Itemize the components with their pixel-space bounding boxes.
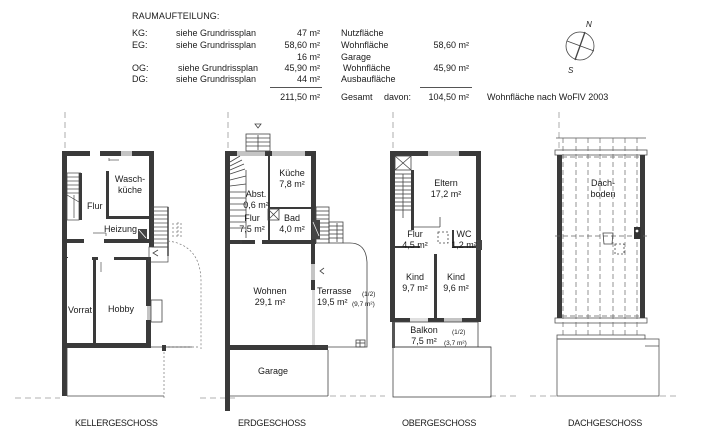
summary-area: 58,60 m² [284, 40, 320, 50]
compass-north-label: N [586, 20, 592, 29]
room-dachboden: Dach- boden [590, 178, 616, 199]
summary-area: 44 m² [296, 74, 320, 84]
room-waschkueche: Wasch- küche [114, 174, 146, 195]
room-terrasse: Terrasse 19,5 m² [317, 286, 352, 307]
plan-erdgeschoss [225, 123, 368, 411]
summary-area: 16 m² [296, 52, 320, 62]
sum-divider [420, 87, 472, 88]
summary-living-note: Wohnfläche nach WoFlV 2003 [487, 92, 609, 102]
compass-icon [565, 31, 595, 61]
plan-dachgeschoss [554, 137, 660, 397]
room-eltern: Eltern 17,2 m² [430, 178, 462, 199]
plan-obergeschoss [390, 151, 492, 398]
room-balkon: Balkon 7,5 m² [410, 325, 438, 346]
floor-name-dachgeschoss: DACHGESCHOSS [568, 418, 643, 428]
terrasse-half: (9,7 m²) [352, 301, 375, 308]
room-heizung: Heizung [104, 224, 138, 234]
summary-davon-label: davon: [384, 92, 412, 102]
summary-ref: siehe Grundrissplan [178, 63, 259, 73]
room-bad: Bad 4,0 m² [279, 213, 305, 234]
summary-floor: EG: [132, 40, 148, 50]
summary-floor: KG: [132, 28, 148, 38]
summary-living: 58,60 m² [433, 40, 469, 50]
summary-living-total: 104,50 m² [428, 92, 469, 102]
room-kueche: Küche 7,8 m² [279, 168, 305, 189]
summary-floor: DG: [132, 74, 149, 84]
summary-area: 45,90 m² [284, 63, 320, 73]
floor-name-kellergeschoss: KELLERGESCHOSS [75, 418, 158, 428]
summary-living: 45,90 m² [433, 63, 469, 73]
sum-divider [270, 87, 322, 88]
plan-kellergeschoss [62, 151, 202, 400]
summary-area: 47 m² [296, 28, 320, 38]
balkon-half: (3,7 m²) [444, 340, 467, 347]
room-kind-2: Kind 9,6 m² [443, 272, 469, 293]
summary-total-area: 211,50 m² [280, 92, 320, 102]
room-garage: Garage [258, 366, 289, 376]
summary-floor: OG: [132, 63, 149, 73]
floor-name-erdgeschoss: ERDGESCHOSS [238, 418, 306, 428]
summary-type: Wohnfläche [343, 63, 391, 73]
room-wohnen: Wohnen 29,1 m² [253, 286, 287, 307]
room-flur: Flur 7,5 m² [239, 213, 265, 234]
summary-type: Ausbaufläche [341, 74, 396, 84]
room-hobby: Hobby [108, 304, 135, 314]
terrasse-factor: (1/2) [362, 291, 376, 298]
floor-name-obergeschoss: OBERGESCHOSS [402, 418, 477, 428]
balkon-factor: (1/2) [452, 329, 466, 336]
room-abstellraum: Abst. 0,6 m² [243, 189, 269, 210]
section-lines [15, 112, 680, 399]
summary-ref: siehe Grundrissplan [176, 74, 257, 84]
summary-type: Garage [341, 52, 372, 62]
room-vorrat: Vorrat [68, 305, 93, 315]
summary-ref: siehe Grundrissplan [176, 40, 257, 50]
room-kind-1: Kind 9,7 m² [402, 272, 428, 293]
compass-south-label: S [568, 66, 574, 75]
room-flur: Flur [87, 201, 103, 211]
room-wc: WC 1,2 m² [451, 229, 477, 250]
summary-ref: siehe Grundrissplan [176, 28, 257, 38]
summary-title: RAUMAUFTEILUNG: [132, 11, 220, 21]
room-flur: Flur 4,5 m² [402, 229, 428, 250]
summary-type: Nutzfläche [341, 28, 384, 38]
summary-type: Wohnfläche [341, 40, 389, 50]
summary-total-label: Gesamt [341, 92, 373, 102]
